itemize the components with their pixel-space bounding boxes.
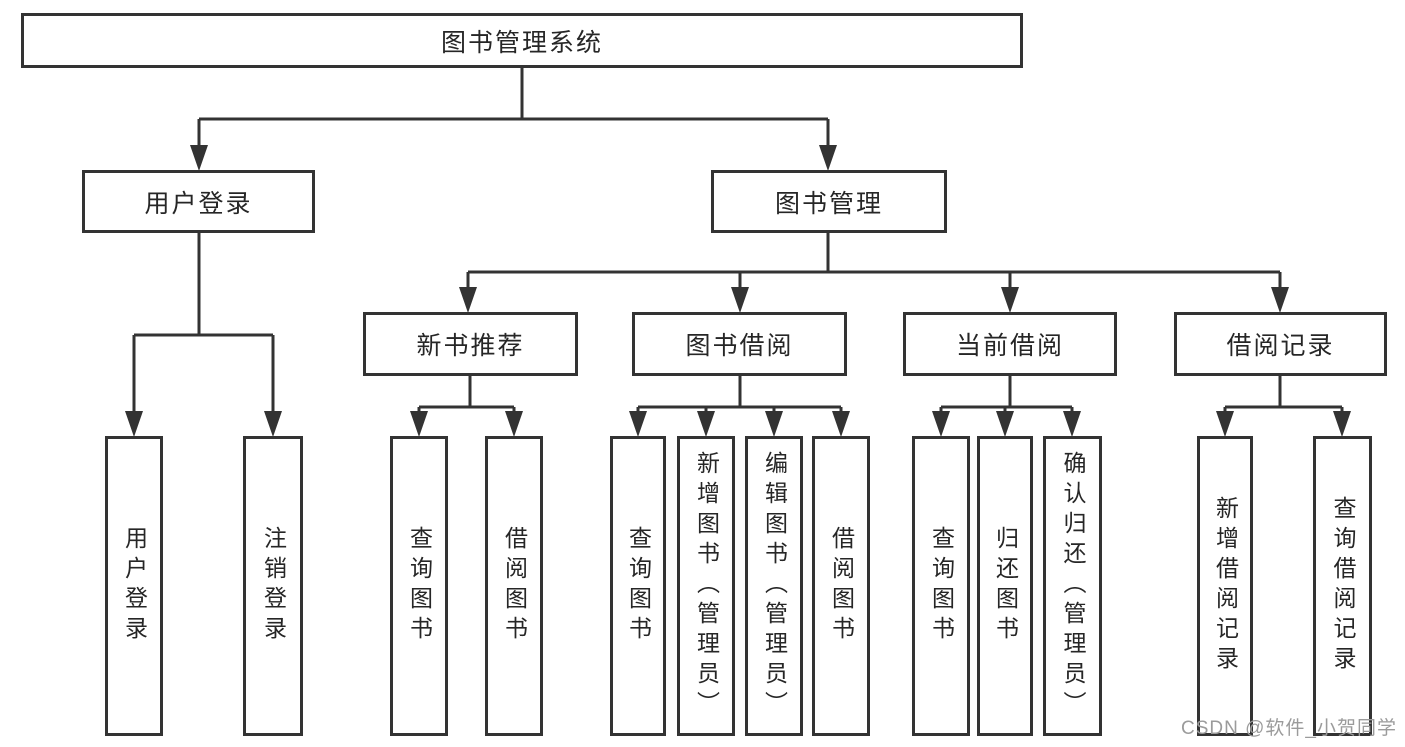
- leaf-borrow-add-book-admin: 新增图书（管理员）: [677, 436, 735, 736]
- node-book-management: 图书管理: [711, 170, 947, 233]
- node-root-system: 图书管理系统: [21, 13, 1023, 68]
- node-borrow-record: 借阅记录: [1174, 312, 1387, 376]
- leaf-label: 查询图书: [928, 526, 955, 646]
- node-book-borrow: 图书借阅: [632, 312, 847, 376]
- leaf-borrow-query-book: 查询图书: [610, 436, 666, 736]
- leaf-borrow-borrow-book: 借阅图书: [812, 436, 870, 736]
- node-new-book-recommend: 新书推荐: [363, 312, 578, 376]
- leaf-label: 查询借阅记录: [1330, 496, 1356, 676]
- leaf-label: 借阅图书: [828, 526, 855, 646]
- node-user-login: 用户登录: [82, 170, 315, 233]
- leaf-recommend-borrow-book: 借阅图书: [485, 436, 543, 736]
- leaf-label: 借阅图书: [501, 526, 528, 646]
- leaf-label: 编辑图书（管理员）: [761, 451, 788, 721]
- leaf-label: 确认归还（管理员）: [1060, 451, 1086, 721]
- leaf-recommend-query-book: 查询图书: [390, 436, 448, 736]
- leaf-label: 注销登录: [260, 526, 287, 646]
- leaf-current-confirm-return-admin: 确认归还（管理员）: [1043, 436, 1102, 736]
- leaf-label: 查询图书: [406, 526, 433, 646]
- leaf-label: 归还图书: [992, 526, 1019, 646]
- leaf-user-login: 用户登录: [105, 436, 163, 736]
- csdn-watermark: CSDN @软件_小贺同学: [1181, 718, 1397, 739]
- leaf-current-query-book: 查询图书: [912, 436, 970, 736]
- leaf-label: 新增借阅记录: [1212, 496, 1239, 676]
- leaf-label: 查询图书: [625, 526, 652, 646]
- leaf-label: 新增图书（管理员）: [693, 451, 720, 721]
- leaf-borrow-edit-book-admin: 编辑图书（管理员）: [745, 436, 803, 736]
- leaf-record-query-borrow-record: 查询借阅记录: [1313, 436, 1372, 736]
- leaf-current-return-book: 归还图书: [977, 436, 1033, 736]
- node-current-borrow: 当前借阅: [903, 312, 1117, 376]
- leaf-label: 用户登录: [121, 526, 148, 646]
- leaf-logout: 注销登录: [243, 436, 303, 736]
- leaf-record-add-borrow-record: 新增借阅记录: [1197, 436, 1253, 736]
